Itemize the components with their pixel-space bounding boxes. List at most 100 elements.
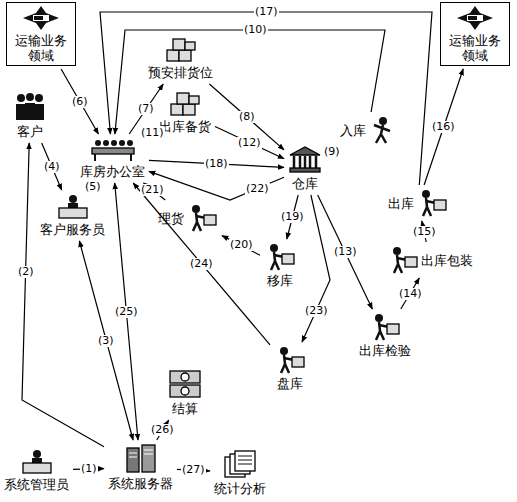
actor-node: 仓库: [287, 145, 323, 192]
callout-number: (10): [243, 24, 268, 36]
node-label: 库房办公室: [80, 164, 145, 179]
money-icon: [168, 369, 202, 399]
domain-box: 运输业务领域: [6, 2, 76, 66]
node-label: 客户: [17, 124, 43, 139]
callout-number: (12): [237, 137, 262, 149]
boxes-icon: [168, 91, 202, 117]
flow-arrow: [302, 195, 330, 342]
worker-icon: [274, 346, 306, 374]
callout-number: (4): [43, 161, 61, 173]
callout-number: (13): [333, 246, 358, 258]
worker-icon: [387, 246, 419, 274]
actor-node: 入库: [339, 115, 397, 145]
flow-arrow: [79, 241, 133, 440]
actor-node: 预安排货位: [147, 36, 214, 81]
node-label: 预安排货位: [148, 65, 213, 80]
node-label: 理货: [158, 211, 184, 226]
group-icon: [12, 92, 48, 122]
node-label: 统计分析: [214, 481, 266, 496]
actor-node: 移库: [263, 242, 297, 289]
callout-number: (21): [140, 184, 165, 196]
worker-icon: [186, 204, 218, 232]
server-icon: [124, 444, 158, 474]
actor-node: 库房办公室: [79, 137, 146, 180]
worker-icon: [264, 243, 296, 271]
callout-number: (14): [398, 288, 423, 300]
actor-node: 客户服务员: [39, 193, 106, 238]
flow-arrow: [222, 236, 260, 256]
docs-icon: [223, 449, 257, 479]
callout-number: (15): [412, 226, 437, 238]
callout-number: (27): [181, 464, 206, 476]
flow-arrow: [149, 171, 284, 200]
flow-arrow: [42, 143, 62, 190]
callout-number: (11): [140, 127, 165, 139]
flow-arrow: [115, 30, 385, 134]
bank-icon: [288, 146, 322, 174]
callout-number: (6): [71, 96, 89, 108]
callout-number: (8): [238, 111, 256, 123]
callout-number: (22): [245, 183, 270, 195]
flow-arrow: [61, 69, 98, 134]
domain-box: 运输业务领域: [440, 2, 510, 66]
node-label: 入库: [340, 123, 366, 138]
callout-number: (20): [229, 239, 254, 251]
node-label: 盘库: [277, 376, 303, 391]
callout-number: (1): [80, 463, 98, 475]
flow-arrow: [100, 12, 432, 185]
actor-node: 出库包装: [386, 245, 474, 275]
callout-number: (19): [280, 211, 305, 223]
actor-node: 盘库: [273, 345, 307, 392]
node-label: 出库包装: [421, 253, 473, 268]
node-label: 运输业务领域: [447, 33, 503, 63]
node-label: 运输业务领域: [13, 33, 69, 63]
actor-node: 客户: [11, 91, 49, 140]
truck-icon: [21, 5, 61, 31]
callout-number: (24): [189, 258, 214, 270]
actor-node: 出库检验: [358, 312, 412, 359]
flow-arrow: [115, 183, 138, 440]
node-label: 移库: [267, 273, 293, 288]
worker-icon: [416, 189, 448, 217]
actor-node: 出库: [387, 188, 449, 218]
actor-node: 理货: [157, 203, 219, 233]
flow-arrow: [215, 127, 284, 159]
person-icon: [368, 116, 396, 144]
actor-node: 系统管理员: [3, 448, 70, 493]
callout-number: (5): [84, 181, 102, 193]
flow-arrow: [133, 183, 270, 345]
callout-number: (23): [304, 305, 329, 317]
callout-number: (16): [431, 121, 456, 133]
actor-node: 出库备货: [158, 90, 212, 135]
callout-number: (7): [137, 103, 155, 115]
node-label: 客户服务员: [40, 222, 105, 237]
truck-icon: [455, 5, 495, 31]
clerk-icon: [55, 194, 91, 220]
node-label: 系统服务器: [108, 476, 173, 491]
node-label: 出库: [388, 196, 414, 211]
callout-number: (17): [254, 6, 279, 18]
node-label: 出库检验: [359, 343, 411, 358]
node-label: 仓库: [292, 176, 318, 191]
flow-arrow: [318, 195, 373, 309]
callout-number: (26): [150, 424, 175, 436]
actor-node: 结算: [167, 368, 203, 417]
boxes-icon: [164, 37, 198, 63]
flow-arrow: [424, 69, 463, 185]
callout-number: (9): [323, 146, 341, 158]
clerk-icon: [19, 449, 55, 475]
node-label: 出库备货: [159, 119, 211, 134]
flow-arrow: [22, 143, 104, 447]
office-icon: [90, 138, 136, 162]
node-label: 系统管理员: [4, 477, 69, 492]
callout-number: (3): [97, 335, 115, 347]
worker-icon: [369, 313, 401, 341]
actor-node: 统计分析: [213, 448, 267, 497]
callout-number: (25): [114, 306, 139, 318]
actor-node: 系统服务器: [107, 443, 174, 492]
callout-number: (2): [17, 266, 35, 278]
callout-number: (18): [204, 158, 229, 170]
flow-arrow: [209, 84, 284, 150]
